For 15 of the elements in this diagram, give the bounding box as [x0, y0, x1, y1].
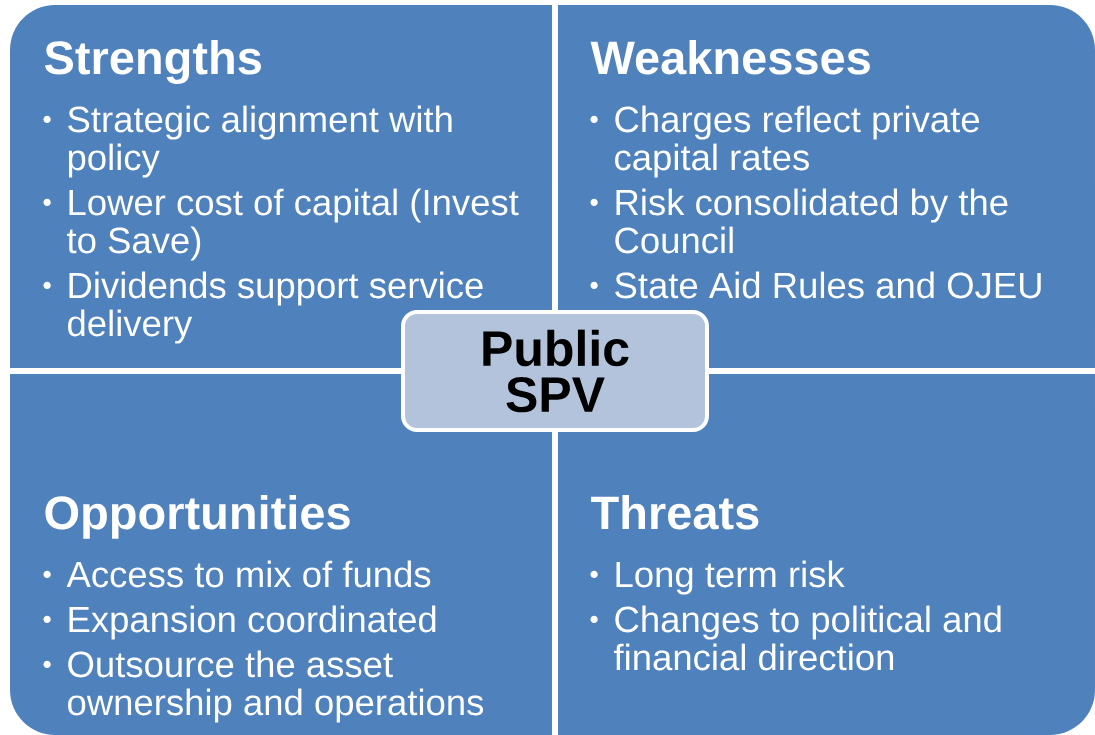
bullet-item: Charges reflect private capital rates	[590, 105, 979, 178]
bullet-item: Long term risk	[590, 560, 845, 595]
center-box: Public SPV	[401, 310, 709, 432]
bullet-item: Expansion coordinated	[43, 605, 436, 640]
bullet-item: Access to mix of funds	[43, 560, 431, 588]
quadrant-heading: Threats	[591, 495, 759, 530]
bullet-item: Strategic alignment with policy	[43, 105, 452, 178]
quadrant-heading: Opportunities	[45, 495, 350, 539]
bullet-item: Lower cost of capital (Invest to Save)	[43, 188, 519, 261]
bullet-item: Risk consolidated by the Council	[590, 188, 1008, 254]
quadrant-heading: Strengths	[44, 40, 261, 84]
bullet-item: Changes to political and financial direction	[590, 605, 1001, 671]
bullet-item: Outsource the asset ownership and operations	[43, 650, 484, 723]
quadrant-heading: Weaknesses	[590, 40, 870, 75]
bullet-item: State Aid Rules and OJEU	[590, 271, 1041, 299]
